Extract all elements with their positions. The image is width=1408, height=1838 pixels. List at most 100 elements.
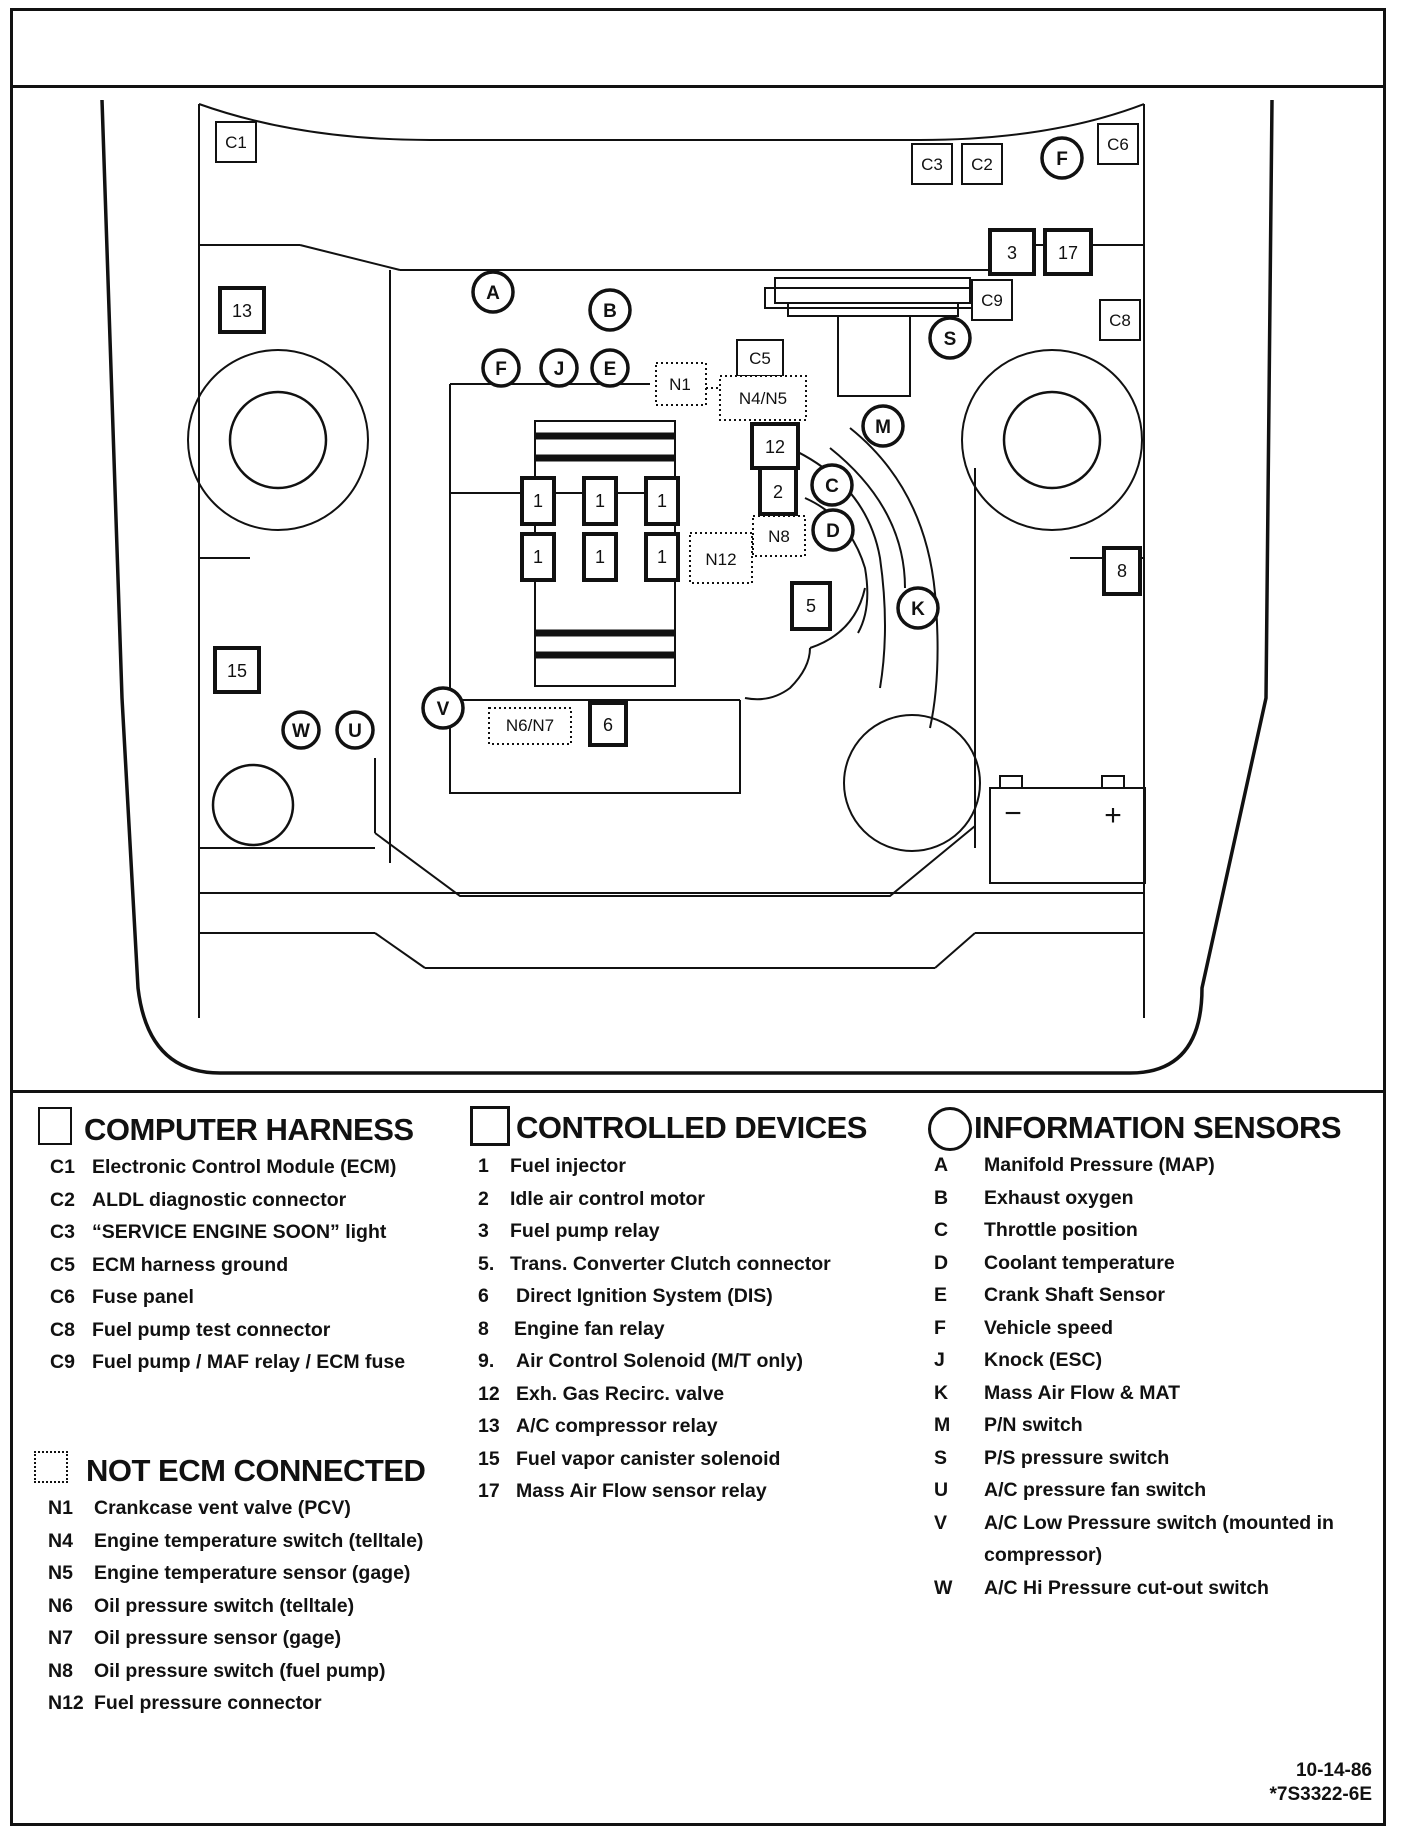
nc-label: N12 bbox=[705, 550, 736, 569]
device-label: 1 bbox=[595, 547, 605, 567]
sensor-f bbox=[481, 348, 521, 388]
legend-desc: “SERVICE ENGINE SOON” light bbox=[92, 1221, 387, 1243]
device-label: 17 bbox=[1058, 243, 1078, 263]
legend-code: J bbox=[934, 1349, 945, 1371]
legend-code: S bbox=[934, 1446, 948, 1469]
legend-desc: Crankcase vent valve (PCV) bbox=[94, 1497, 351, 1519]
legend-code: N5 bbox=[48, 1562, 73, 1584]
connector-c9 bbox=[971, 279, 1013, 321]
legend-desc: Manifold Pressure (MAP) bbox=[984, 1154, 1215, 1176]
device-8 bbox=[1102, 546, 1142, 596]
legend-desc: Trans. Converter Clutch connector bbox=[510, 1252, 831, 1275]
maf-housing bbox=[843, 714, 981, 852]
legend-code: 9. bbox=[478, 1350, 495, 1372]
device-label: 1 bbox=[533, 491, 543, 511]
device-label: 5 bbox=[806, 596, 816, 616]
legend-row: C1 Electronic Control Module (ECM) bbox=[50, 1151, 405, 1184]
nc-n12 bbox=[689, 532, 753, 584]
legend-desc: Idle air control motor bbox=[510, 1187, 706, 1210]
legend-desc: ALDL diagnostic connector bbox=[92, 1188, 347, 1211]
legend-list-controlled-devices: 1 Fuel injector 2 Idle air control motor 3… bbox=[478, 1150, 831, 1508]
legend-code: F bbox=[934, 1316, 946, 1339]
air-duct bbox=[849, 427, 939, 729]
doc-ref: *7S3322-6E bbox=[1269, 1784, 1372, 1805]
legend-code: C9 bbox=[50, 1351, 75, 1373]
sensor-label: J bbox=[554, 359, 565, 380]
legend-row: 1 Fuel injector bbox=[478, 1150, 831, 1183]
device-1a bbox=[520, 476, 556, 526]
device-13 bbox=[218, 286, 266, 334]
connector-label: C3 bbox=[921, 155, 943, 174]
connector-label: C2 bbox=[971, 155, 993, 174]
sensor-b bbox=[588, 288, 632, 332]
legend-desc: Oil pressure sensor (gage) bbox=[94, 1627, 342, 1649]
legend-code: C1 bbox=[50, 1156, 75, 1178]
connector-label: C8 bbox=[1109, 311, 1131, 330]
circle-icon bbox=[928, 1107, 972, 1151]
nc-label: N4/N5 bbox=[739, 389, 787, 408]
nc-n6n7 bbox=[488, 707, 572, 745]
device-label: 1 bbox=[533, 547, 543, 567]
sensor-w bbox=[281, 710, 321, 750]
legend-desc: Mass Air Flow sensor relay bbox=[516, 1480, 767, 1502]
device-17 bbox=[1043, 228, 1093, 276]
sensor-c bbox=[810, 463, 854, 507]
device-5 bbox=[790, 581, 832, 631]
dotted-square-icon bbox=[34, 1451, 68, 1483]
device-label: 2 bbox=[773, 482, 783, 502]
connector-c2 bbox=[961, 143, 1003, 185]
device-2 bbox=[758, 466, 798, 516]
legend-row: M P/N switch bbox=[934, 1409, 1374, 1442]
legend-code: C2 bbox=[50, 1188, 75, 1211]
sensor-label: C bbox=[825, 476, 839, 497]
device-1d bbox=[520, 532, 556, 582]
legend-desc: Fuel pressure connector bbox=[94, 1692, 322, 1714]
legend-desc: Fuel injector bbox=[510, 1155, 626, 1177]
air-cleaner-top bbox=[774, 277, 971, 304]
legend-desc: Engine temperature switch (telltale) bbox=[94, 1529, 424, 1552]
device-1e bbox=[582, 532, 618, 582]
legend-desc: Knock (ESC) bbox=[984, 1349, 1103, 1371]
legend-desc: A/C Low Pressure switch (mounted in comp… bbox=[984, 1511, 1334, 1567]
oil-pan-outline bbox=[374, 825, 976, 897]
device-15 bbox=[213, 646, 261, 694]
legend-code: 2 bbox=[478, 1187, 489, 1210]
legend-desc: P/N switch bbox=[984, 1414, 1083, 1436]
legend-code: K bbox=[934, 1381, 949, 1404]
sensor-label: D bbox=[826, 521, 840, 542]
device-1f bbox=[644, 532, 680, 582]
legend-code: 1 bbox=[478, 1155, 489, 1177]
legend-desc: Oil pressure switch (fuel pump) bbox=[94, 1659, 386, 1682]
legend-code: M bbox=[934, 1414, 951, 1436]
legend-code: N12 bbox=[48, 1692, 84, 1714]
connector-label: C9 bbox=[981, 291, 1003, 310]
firewall-outline bbox=[198, 103, 1145, 141]
legend-code: 15 bbox=[478, 1447, 500, 1470]
battery-negative: − bbox=[1004, 797, 1022, 830]
legend-code: 8 bbox=[478, 1317, 489, 1340]
sensor-a bbox=[471, 270, 515, 314]
legend-code: V bbox=[934, 1511, 948, 1534]
battery bbox=[989, 787, 1146, 884]
legend-desc: ECM harness ground bbox=[92, 1253, 289, 1276]
legend-code: B bbox=[934, 1186, 949, 1209]
sensor-label: W bbox=[292, 721, 310, 742]
connector-c3 bbox=[911, 143, 953, 185]
legend-desc: Electronic Control Module (ECM) bbox=[92, 1156, 397, 1178]
legend-desc: Fuse panel bbox=[92, 1286, 194, 1308]
legend-code: 6 bbox=[478, 1285, 489, 1307]
legend-code: A bbox=[934, 1154, 949, 1176]
legend-code: 3 bbox=[478, 1220, 489, 1242]
engine-block bbox=[449, 384, 741, 794]
